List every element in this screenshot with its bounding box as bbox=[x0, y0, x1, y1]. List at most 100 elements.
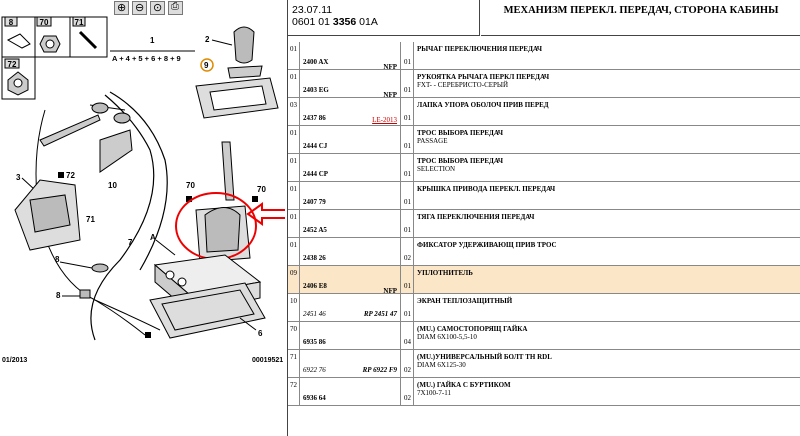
part-name: (MU.) САМОСТОПОРЯЩ ГАЙКА bbox=[417, 325, 528, 333]
box-label: 71 bbox=[75, 18, 84, 27]
row-index: 01 bbox=[288, 238, 300, 265]
row-qty-cell: 04 bbox=[402, 322, 414, 349]
header-title: МЕХАНИЗМ ПЕРЕКЛ. ПЕРЕДАЧ, СТОРОНА КАБИНЫ bbox=[481, 0, 800, 36]
zoom-in-icon: ⊕ bbox=[117, 2, 127, 14]
row-code-cell: 2451 46 RP 2451 47 bbox=[301, 294, 401, 321]
row-qty-cell: 01 bbox=[402, 266, 414, 293]
row-index: 01 bbox=[288, 70, 300, 97]
row-code-cell: 2407 79 bbox=[301, 182, 401, 209]
diagram-drawing: 8 70 71 72 1 A + 4 + 5 + 6 + 8 + 9 2 9 bbox=[1, 16, 285, 364]
row-qty-cell: 02 bbox=[402, 378, 414, 405]
callout-70b: 70 bbox=[257, 185, 266, 194]
box-label: 72 bbox=[8, 60, 17, 69]
row-desc-cell: УПЛОТНИТЕЛЬ bbox=[415, 266, 800, 293]
part-name: ЛАПКА УПОРА ОБОЛОЧ ПРИВ ПЕРЕД bbox=[417, 101, 549, 109]
part-name: УПЛОТНИТЕЛЬ bbox=[417, 269, 473, 277]
part-qty: 04 bbox=[404, 338, 411, 346]
part-qty: 01 bbox=[404, 170, 411, 178]
row-code-cell: 6936 64 bbox=[301, 378, 401, 405]
callout-71: 71 bbox=[86, 215, 95, 224]
part-code[interactable]: 2438 26 bbox=[303, 254, 326, 262]
callout-9: 9 bbox=[204, 61, 209, 70]
part-code[interactable]: 2406 E8 bbox=[303, 282, 327, 290]
part-code[interactable]: 6936 64 bbox=[303, 394, 326, 402]
part-qty: 01 bbox=[404, 86, 411, 94]
part-code[interactable]: 2400 AX bbox=[303, 58, 329, 66]
callout-8b: 8 bbox=[56, 291, 61, 300]
parts-table: 23.07.11 0601 01 3356 01A МЕХАНИЗМ ПЕРЕК… bbox=[287, 0, 800, 436]
part-code[interactable]: 2444 CP bbox=[303, 170, 329, 178]
row-qty-cell: 01 bbox=[402, 210, 414, 237]
part-code[interactable]: 6935 86 bbox=[303, 338, 326, 346]
part-qty: 02 bbox=[404, 366, 411, 374]
part-code[interactable]: 2444 CJ bbox=[303, 142, 328, 150]
part-desc: DIAM 6X100-5,5-10 bbox=[417, 333, 477, 341]
row-desc-cell: ФИКСАТОР УДЕРЖИВАЮЩ ПРИВ ТРОС bbox=[415, 238, 800, 265]
row-code-cell: 2444 CJ bbox=[301, 126, 401, 153]
row-code-cell: 2438 26 bbox=[301, 238, 401, 265]
part-qty: 01 bbox=[404, 310, 411, 318]
part-code[interactable]: 2452 A5 bbox=[303, 226, 327, 234]
part-code[interactable]: 2403 EG bbox=[303, 86, 329, 94]
callout-72: 72 bbox=[66, 171, 75, 180]
row-desc-cell: ЭКРАН ТЕПЛОЗАЩИТНЫЙ bbox=[415, 294, 800, 321]
row-index: 03 bbox=[288, 98, 300, 125]
part-name: РЫЧАГ ПЕРЕКЛЮЧЕНИЯ ПЕРЕДАЧ bbox=[417, 45, 543, 53]
callout-70a: 70 bbox=[186, 181, 195, 190]
row-index: 70 bbox=[288, 322, 300, 349]
applicability-link[interactable]: LE-2013 bbox=[372, 116, 397, 124]
row-qty-cell: 01 bbox=[402, 42, 414, 69]
callout-1: 1 bbox=[150, 36, 155, 45]
callout-3: 3 bbox=[16, 173, 21, 182]
zoom-fit-icon: ⊙ bbox=[153, 2, 163, 14]
part-name: ТРОС ВЫБОРА ПЕРЕДАЧ bbox=[417, 157, 503, 165]
row-code-cell: 6935 86 bbox=[301, 322, 401, 349]
row-desc-cell: РЫЧАГ ПЕРЕКЛЮЧЕНИЯ ПЕРЕДАЧ bbox=[415, 42, 800, 69]
callout-8a: 8 bbox=[55, 255, 60, 264]
part-name: ЭКРАН ТЕПЛОЗАЩИТНЫЙ bbox=[417, 297, 513, 305]
zoom-in-button[interactable]: ⊕ bbox=[114, 1, 129, 15]
row-index: 72 bbox=[288, 378, 300, 405]
callout-6: 6 bbox=[258, 329, 263, 338]
footer-number: 00019521 bbox=[252, 357, 283, 364]
header-date: 23.07.11 bbox=[292, 4, 333, 16]
part-name: ТЯГА ПЕРЕКЛЮЧЕНИЯ ПЕРЕДАЧ bbox=[417, 213, 535, 221]
row-qty-cell: 02 bbox=[402, 350, 414, 377]
part-qty: 01 bbox=[404, 198, 411, 206]
print-button[interactable]: ⎙ bbox=[168, 1, 183, 15]
range-label: A + 4 + 5 + 6 + 8 + 9 bbox=[112, 54, 181, 63]
part-code[interactable]: 6922 76 bbox=[303, 366, 326, 374]
part-code[interactable]: 2451 46 bbox=[303, 310, 326, 318]
part-code-alt: RP 2451 47 bbox=[363, 310, 397, 318]
part-name: КРЫШКА ПРИВОДА ПЕРЕКЛ. ПЕРЕДАЧ bbox=[417, 185, 556, 193]
row-index: 01 bbox=[288, 126, 300, 153]
row-qty-cell: 01 bbox=[402, 98, 414, 125]
row-desc-cell: ЛАПКА УПОРА ОБОЛОЧ ПРИВ ПЕРЕД bbox=[415, 98, 800, 125]
zoom-out-button[interactable]: ⊖ bbox=[132, 1, 147, 15]
zoom-fit-button[interactable]: ⊙ bbox=[150, 1, 165, 15]
row-code-cell: 2437 86 LE-2013 bbox=[301, 98, 401, 125]
part-qty: 01 bbox=[404, 282, 411, 290]
part-code[interactable]: 2407 79 bbox=[303, 198, 326, 206]
part-code[interactable]: 2437 86 bbox=[303, 114, 326, 122]
part-qty: 01 bbox=[404, 114, 411, 122]
part-desc: FXT- - СЕРЕБРИСТО-СЕРЫЙ bbox=[417, 81, 509, 89]
row-qty-cell: 01 bbox=[402, 294, 414, 321]
